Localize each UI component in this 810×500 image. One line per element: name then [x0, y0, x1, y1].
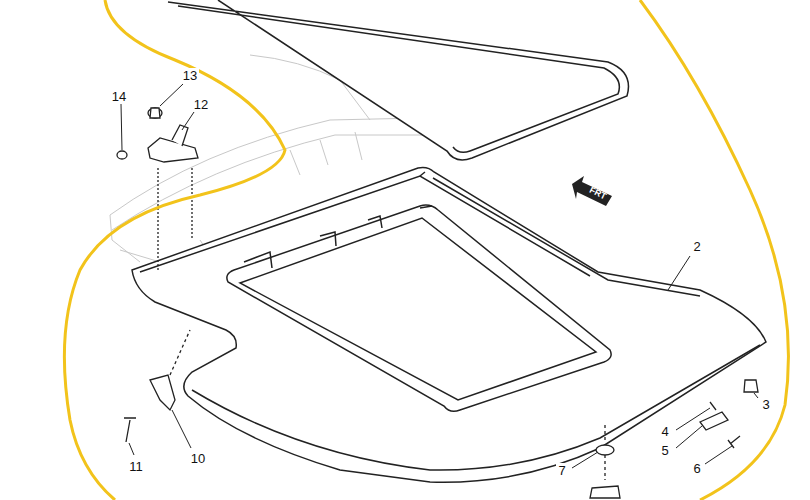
callout-number: 10: [189, 451, 207, 466]
leader-lines: [121, 84, 758, 468]
hatch-body: [132, 168, 766, 483]
callout-number: 11: [127, 459, 145, 474]
highlight-outline: [64, 0, 788, 500]
callout-number: 13: [181, 68, 199, 83]
callout-number: 14: [110, 89, 128, 104]
hinge-parts: [117, 108, 198, 270]
callout-number: 4: [659, 424, 670, 439]
callout-number: 3: [760, 397, 771, 412]
callout-number: 2: [691, 239, 702, 254]
front-arrow: [572, 176, 612, 206]
callout-number: 5: [659, 443, 670, 458]
callout-number: 6: [691, 461, 702, 476]
callout-number: 12: [192, 97, 210, 112]
small-parts: [700, 380, 758, 448]
callout-number: 7: [556, 463, 567, 478]
latch-parts: [590, 425, 620, 498]
glass-opening: [227, 205, 611, 411]
roof-panel: [168, 0, 628, 160]
